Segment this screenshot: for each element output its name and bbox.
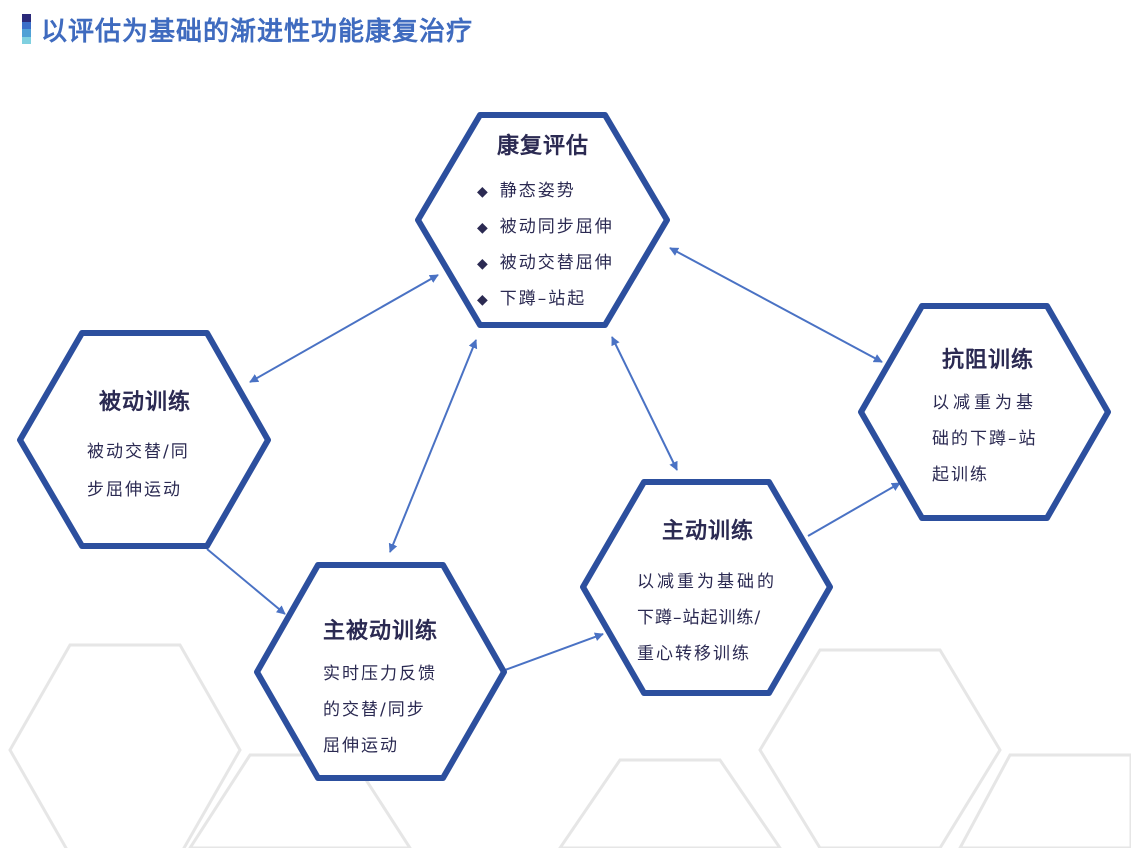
diamond-bullet-icon: ◆	[477, 220, 490, 236]
node-text-line: 以减重为基	[932, 393, 1037, 413]
node-title-assessment: 康复评估	[496, 134, 589, 159]
page-title: 以评估为基础的渐进性功能康复治疗	[41, 16, 474, 47]
diamond-bullet-icon: ◆	[477, 256, 490, 272]
node-text-line: 实时压力反馈	[323, 664, 437, 684]
list-item: ◆下蹲–站起	[477, 289, 587, 309]
node-text-line: 下蹲–站起训练/	[637, 608, 762, 628]
node-text-line: 屈伸运动	[323, 736, 399, 756]
arrow-assessment-resistance	[669, 247, 883, 363]
list-item: ◆被动同步屈伸	[477, 217, 614, 237]
node-text-line: 重心转移训练	[637, 644, 751, 664]
diamond-bullet-icon: ◆	[477, 184, 490, 200]
hexagon-passive	[17, 330, 271, 549]
node-text-line: 步屈伸运动	[87, 480, 182, 500]
arrow-active-passive-to-active	[504, 632, 604, 671]
page-title-bar: 以评估为基础的渐进性功能康复治疗	[22, 12, 474, 47]
node-text-line: 以减重为基础的	[637, 572, 777, 592]
bg-hexagon	[558, 758, 782, 848]
bg-hexagon	[958, 753, 1131, 848]
arrow-passive-to-active-passive	[206, 548, 286, 615]
bg-hexagon	[8, 643, 242, 848]
hexagon-active-passive	[254, 562, 507, 781]
connectors	[206, 247, 901, 671]
list-item: ◆被动交替屈伸	[477, 253, 614, 273]
hexagon-assessment	[415, 112, 670, 328]
hexagons	[17, 112, 1111, 781]
bg-hexagon	[758, 648, 1002, 848]
node-text-line: 被动交替/同	[87, 442, 190, 462]
arrow-assessment-active-passive	[388, 339, 478, 553]
arrow-assessment-passive	[249, 274, 439, 383]
node-text-line: 的交替/同步	[323, 700, 426, 720]
node-title-active: 主动训练	[661, 519, 754, 544]
arrow-assessment-active	[611, 336, 678, 471]
diamond-bullet-icon: ◆	[477, 292, 490, 308]
node-text-line: 础的下蹲–站	[932, 429, 1038, 449]
node-title-resistance: 抗阻训练	[941, 348, 1034, 373]
background-hexagons	[8, 643, 1131, 848]
node-text-line: 起训练	[932, 465, 989, 485]
list-item: ◆静态姿势	[477, 181, 576, 201]
gradient-bar-icon	[22, 14, 31, 44]
node-title-active-passive: 主被动训练	[322, 619, 438, 644]
hexagon-resistance	[858, 303, 1111, 521]
node-title-passive: 被动训练	[98, 390, 191, 415]
arrow-active-to-resistance	[807, 482, 901, 537]
hexagon-active	[580, 479, 833, 696]
